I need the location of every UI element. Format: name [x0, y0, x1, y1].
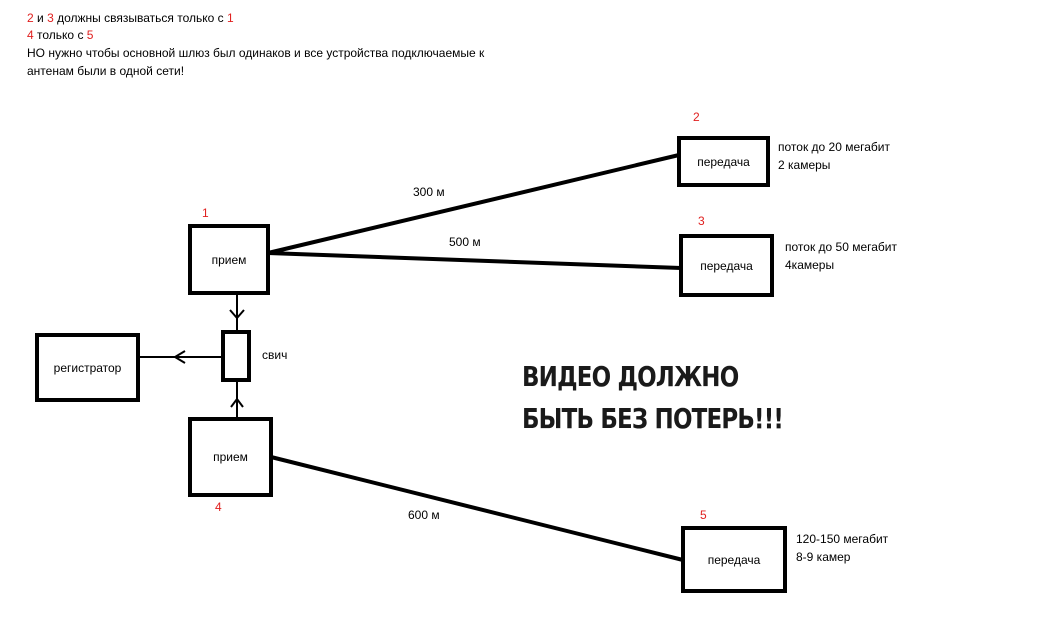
note-line-2: 4 только с 5: [27, 27, 93, 43]
node-3-transmitter: передача: [679, 234, 774, 297]
node-3-cameras: 4камеры: [785, 258, 835, 272]
note-node-5-ref: 5: [86, 28, 94, 42]
node-3-bandwidth: поток до 50 мегабит: [785, 240, 898, 254]
node-5-cameras: 8-9 камер: [796, 550, 851, 564]
switch-label: свич: [262, 348, 288, 362]
node-1-receiver: прием: [188, 224, 270, 295]
node-2-number: 2: [693, 110, 700, 124]
node-2-transmitter: передача: [677, 136, 770, 187]
video-recorder: регистратор: [35, 333, 140, 402]
node-2-info: поток до 20 мегабит 2 камеры: [778, 138, 890, 174]
note-line-3: НО нужно чтобы основной шлюз был одинако…: [27, 46, 485, 60]
node-1-label: прием: [211, 252, 247, 267]
warning-line-1: ВИДЕО ДОЛЖНО: [522, 360, 739, 393]
recorder-label: регистратор: [53, 360, 122, 375]
note-text: должны связываться только с: [53, 11, 227, 25]
node-5-number: 5: [700, 508, 707, 522]
node-4-receiver: прием: [188, 417, 273, 497]
node-2-label: передача: [697, 154, 750, 169]
network-switch: [221, 330, 251, 382]
node-5-label: передача: [707, 552, 761, 567]
distance-4-5: 600 м: [408, 508, 440, 522]
note-node-1-ref: 1: [226, 11, 234, 25]
note-line-1: 2 и 3 должны связываться только с 1: [27, 10, 234, 26]
note-node-3-ref: 3: [47, 11, 54, 25]
note-node-4-ref: 4: [27, 28, 34, 42]
warning-line-2: БЫТЬ БЕЗ ПОТЕРЬ!!!: [522, 402, 784, 435]
node-5-bandwidth: 120-150 мегабит: [796, 532, 889, 546]
link-4-5: [270, 455, 684, 562]
node-3-info: поток до 50 мегабит 4камеры: [785, 238, 897, 274]
node-4-number: 4: [215, 500, 222, 514]
node-2-bandwidth: поток до 20 мегабит: [778, 140, 891, 154]
node-3-number: 3: [698, 214, 705, 228]
note-node-2-ref: 2: [27, 11, 34, 25]
node-1-number: 1: [202, 206, 209, 220]
node-5-info: 120-150 мегабит 8-9 камер: [796, 530, 888, 566]
note-text: и: [33, 11, 48, 25]
arrow-down-icon: [229, 309, 245, 320]
distance-1-3: 500 м: [449, 235, 481, 249]
link-1-3: [267, 251, 682, 270]
link-1-2: [267, 153, 680, 255]
node-3-label: передача: [700, 258, 753, 273]
arrow-up-icon: [230, 397, 244, 408]
note-line-4: антенам были в одной сети!: [27, 64, 185, 78]
node-2-cameras: 2 камеры: [778, 158, 831, 172]
node-4-label: прием: [213, 450, 248, 464]
note-text: только с: [33, 28, 87, 42]
arrow-left-icon: [173, 350, 186, 364]
node-5-transmitter: передача: [681, 526, 787, 593]
distance-1-2: 300 м: [413, 185, 445, 199]
